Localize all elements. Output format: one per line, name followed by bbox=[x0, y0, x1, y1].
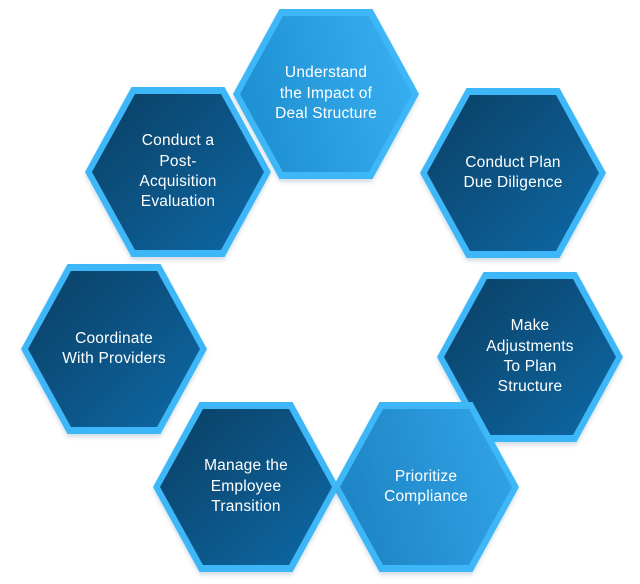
hexagon-make-adjustments: Make Adjustments To Plan Structure bbox=[437, 272, 623, 442]
hexagon-post-acquisition-evaluation: Conduct a Post- Acquisition Evaluation bbox=[85, 87, 271, 257]
hexagon-border: Understand the Impact of Deal Structure bbox=[233, 9, 419, 179]
hexagon-label: Manage the Employee Transition bbox=[204, 457, 288, 516]
hexagon-fill: Conduct Plan Due Diligence bbox=[427, 95, 599, 251]
hexagon-coordinate-with-providers: Coordinate With Providers bbox=[21, 264, 207, 434]
hexagon-label: Coordinate With Providers bbox=[62, 329, 166, 367]
hexagon-border: Make Adjustments To Plan Structure bbox=[437, 272, 623, 442]
hexagon-fill: Coordinate With Providers bbox=[28, 271, 200, 427]
hexagon-border: Conduct a Post- Acquisition Evaluation bbox=[85, 87, 271, 257]
hexagon-border: Prioritize Compliance bbox=[333, 402, 519, 572]
hexagon-border: Conduct Plan Due Diligence bbox=[420, 88, 606, 258]
hexagon-label: Conduct a Post- Acquisition Evaluation bbox=[139, 132, 217, 211]
hexagon-label: Prioritize Compliance bbox=[384, 467, 468, 505]
hexagon-fill: Make Adjustments To Plan Structure bbox=[444, 279, 616, 435]
hexagon-prioritize-compliance: Prioritize Compliance bbox=[333, 402, 519, 572]
hexagon-fill: Conduct a Post- Acquisition Evaluation bbox=[92, 94, 264, 250]
hexagon-label: Make Adjustments To Plan Structure bbox=[486, 317, 574, 396]
hexagon-label: Conduct Plan Due Diligence bbox=[463, 153, 563, 191]
hexagon-border: Coordinate With Providers bbox=[21, 264, 207, 434]
hexagon-label: Understand the Impact of Deal Structure bbox=[275, 64, 377, 123]
hexagon-understand-deal-structure: Understand the Impact of Deal Structure bbox=[233, 9, 419, 179]
hexagon-conduct-plan-due-diligence: Conduct Plan Due Diligence bbox=[420, 88, 606, 258]
hexagon-fill: Prioritize Compliance bbox=[340, 409, 512, 565]
hexagon-manage-employee-transition: Manage the Employee Transition bbox=[153, 402, 339, 572]
